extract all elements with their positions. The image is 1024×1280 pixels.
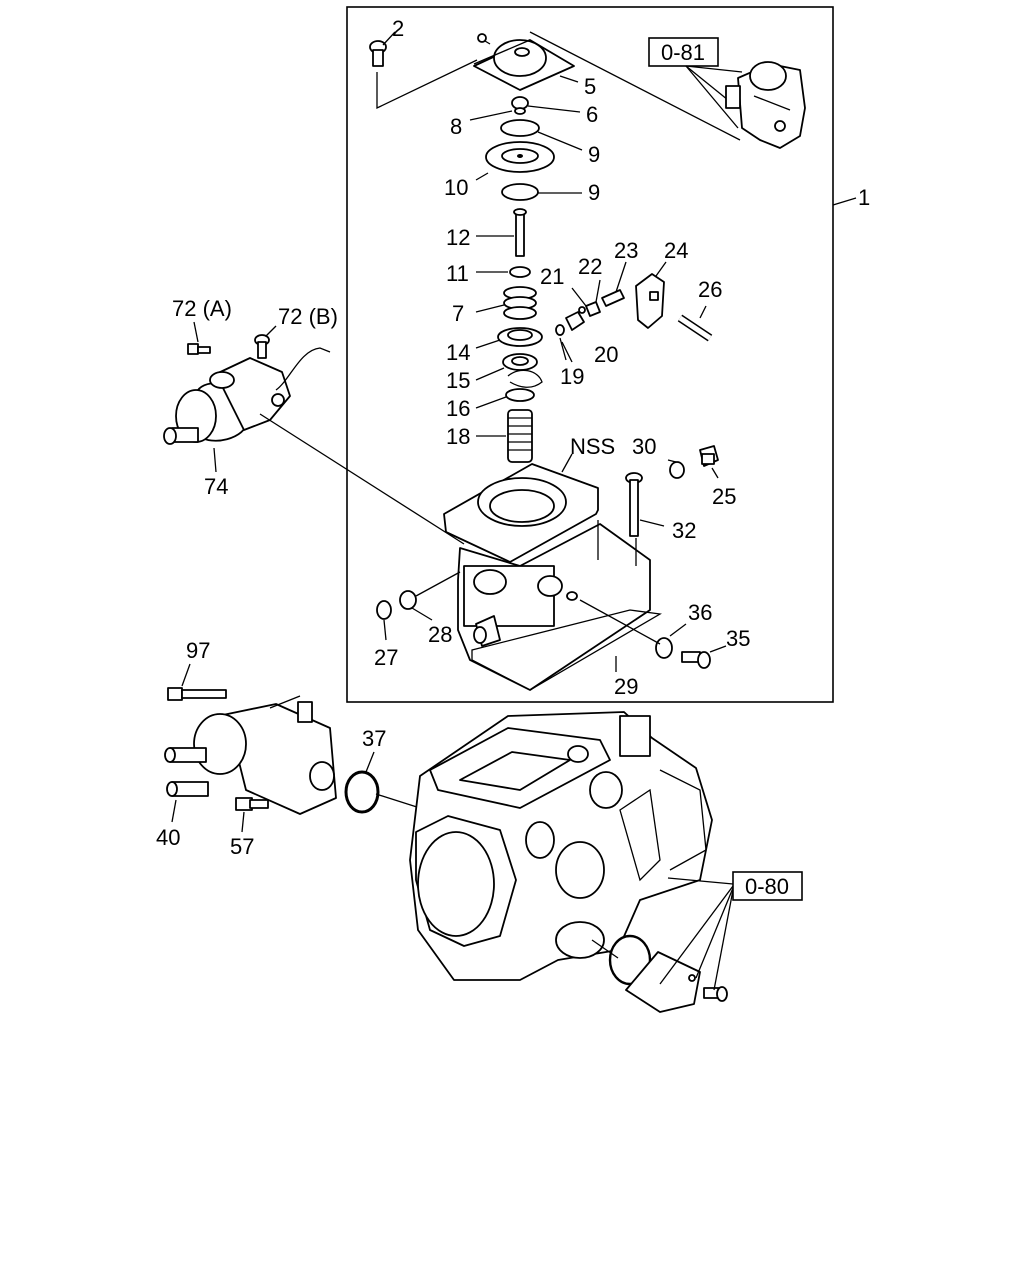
label-20: 20 <box>594 342 618 367</box>
gasket-29-part <box>471 609 662 691</box>
label-19: 19 <box>560 364 584 389</box>
plug-27-part <box>376 600 392 620</box>
label-5: 5 <box>584 74 596 99</box>
label-16: 16 <box>446 396 470 421</box>
label-35: 35 <box>726 626 750 651</box>
label-22: 22 <box>578 254 602 279</box>
label-32: 32 <box>672 518 696 543</box>
label-21: 21 <box>540 264 564 289</box>
label-37: 37 <box>362 726 386 751</box>
label-29: 29 <box>614 674 638 699</box>
actuator-74-part <box>163 347 331 445</box>
main-housing-part <box>409 711 713 981</box>
gear-14-part <box>497 327 543 347</box>
plug-28-part <box>399 590 417 610</box>
bolt-72b-part <box>254 334 270 359</box>
label-1: 1 <box>858 185 870 210</box>
label-nss: NSS <box>570 434 615 459</box>
label-8: 8 <box>450 114 462 139</box>
bolt-72a-part <box>187 343 211 355</box>
throttle-body-housing-part <box>443 463 651 691</box>
label-18: 18 <box>446 424 470 449</box>
label-25: 25 <box>712 484 736 509</box>
bolt-32-part <box>625 472 643 537</box>
label-12: 12 <box>446 225 470 250</box>
label-97: 97 <box>186 638 210 663</box>
spring-7-part <box>503 286 537 320</box>
label-15: 15 <box>446 368 470 393</box>
label-14: 14 <box>446 340 470 365</box>
label-27: 27 <box>374 645 398 670</box>
label-28: 28 <box>428 622 452 647</box>
label-9-upper: 9 <box>588 142 600 167</box>
plate-9-lower-part <box>501 183 539 201</box>
clip-16-part <box>505 369 543 402</box>
cover-plate-part <box>625 951 701 1013</box>
label-26: 26 <box>698 277 722 302</box>
sensor-40-part <box>164 695 337 815</box>
o-ring-37-part <box>344 770 380 814</box>
diaphragm-cover-5-part <box>473 33 575 91</box>
label-2: 2 <box>392 16 404 41</box>
throttle-bracket-part <box>725 61 806 149</box>
label-24: 24 <box>664 238 688 263</box>
label-72a: 72 (A) <box>172 296 232 321</box>
ref-box-0-80[interactable]: 0-80 <box>732 871 803 901</box>
bolt-57-part <box>235 797 269 811</box>
svg-text:0-81: 0-81 <box>661 40 705 65</box>
nut-6-part <box>511 96 529 115</box>
label-36: 36 <box>688 600 712 625</box>
bolt-35-part <box>681 651 711 669</box>
diaphragm-10-part <box>485 141 555 173</box>
bolt-cover-part <box>703 986 728 1002</box>
washer-36-part <box>655 637 673 659</box>
rod-12-part <box>513 208 527 257</box>
pin-26-part <box>677 314 713 342</box>
bolt-25-part <box>699 445 719 467</box>
ref-box-0-81[interactable]: 0-81 <box>648 37 719 67</box>
assembly-1-frame <box>346 6 834 703</box>
label-7: 7 <box>452 301 464 326</box>
label-74: 74 <box>204 474 228 499</box>
plate-9-upper-part <box>500 119 540 137</box>
label-6: 6 <box>586 102 598 127</box>
label-11: 11 <box>446 261 469 286</box>
seal-11-part <box>509 266 531 278</box>
label-9-lower: 9 <box>588 180 600 205</box>
label-23: 23 <box>614 238 638 263</box>
screw-2-part <box>369 40 387 67</box>
label-72b: 72 (B) <box>278 304 338 329</box>
svg-text:0-80: 0-80 <box>745 874 789 899</box>
bolt-97-part <box>167 687 227 701</box>
washer-15-part <box>502 353 538 371</box>
label-30: 30 <box>632 434 656 459</box>
label-40: 40 <box>156 825 180 850</box>
parts-19-to-24-group <box>555 273 665 336</box>
washer-30-part <box>669 461 685 479</box>
label-10: 10 <box>444 175 468 200</box>
label-57: 57 <box>230 834 254 859</box>
spring-18-part <box>507 409 533 463</box>
